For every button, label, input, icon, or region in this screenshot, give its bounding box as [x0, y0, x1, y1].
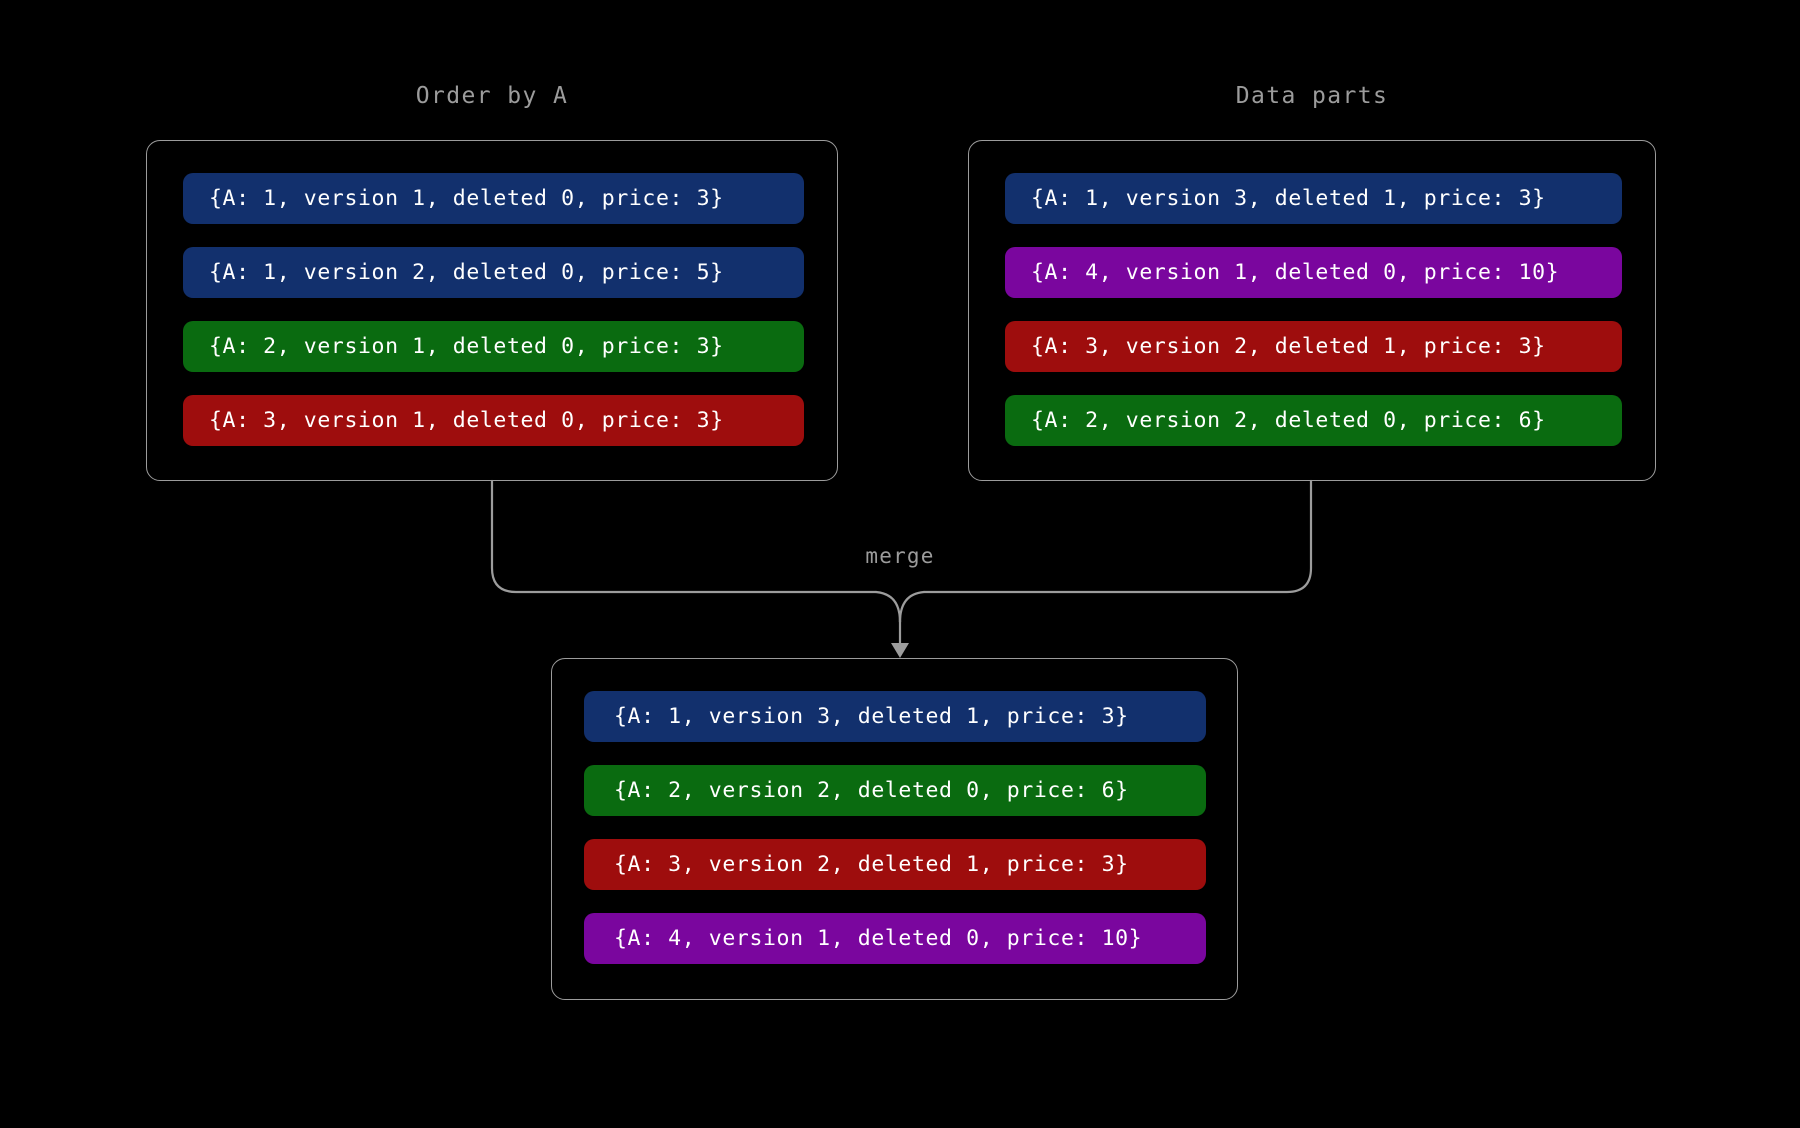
merge-label: merge	[865, 544, 935, 568]
record-row[interactable]: {A: 1, version 1, deleted 0, price: 3}	[183, 173, 804, 224]
connector-path-join-left	[874, 590, 902, 624]
record-row[interactable]: {A: 1, version 3, deleted 1, price: 3}	[1005, 173, 1622, 224]
record-row[interactable]: {A: 3, version 2, deleted 1, price: 3}	[1005, 321, 1622, 372]
record-row[interactable]: {A: 1, version 3, deleted 1, price: 3}	[584, 691, 1206, 742]
record-row[interactable]: {A: 3, version 2, deleted 1, price: 3}	[584, 839, 1206, 890]
panel-title-order-by-a: Order by A	[415, 83, 569, 109]
row-list-merged: {A: 1, version 3, deleted 1, price: 3} {…	[584, 691, 1206, 964]
record-row[interactable]: {A: 2, version 1, deleted 0, price: 3}	[183, 321, 804, 372]
connector-path-right	[922, 479, 1313, 594]
connector-arrow-head	[891, 643, 909, 658]
panel-order-by-a: {A: 1, version 1, deleted 0, price: 3} {…	[146, 140, 838, 481]
record-row[interactable]: {A: 4, version 1, deleted 0, price: 10}	[1005, 247, 1622, 298]
connector-path-left	[490, 479, 878, 594]
row-list-order-by-a: {A: 1, version 1, deleted 0, price: 3} {…	[183, 173, 804, 446]
record-row[interactable]: {A: 1, version 2, deleted 0, price: 5}	[183, 247, 804, 298]
record-row[interactable]: {A: 2, version 2, deleted 0, price: 6}	[584, 765, 1206, 816]
panel-title-data-parts: Data parts	[1235, 83, 1389, 109]
panel-data-parts: {A: 1, version 3, deleted 1, price: 3} {…	[968, 140, 1656, 481]
panel-merged-result: {A: 1, version 3, deleted 1, price: 3} {…	[551, 658, 1238, 1000]
connector-path-join-right	[898, 590, 926, 624]
record-row[interactable]: {A: 4, version 1, deleted 0, price: 10}	[584, 913, 1206, 964]
record-row[interactable]: {A: 2, version 2, deleted 0, price: 6}	[1005, 395, 1622, 446]
row-list-data-parts: {A: 1, version 3, deleted 1, price: 3} {…	[1005, 173, 1622, 446]
record-row[interactable]: {A: 3, version 1, deleted 0, price: 3}	[183, 395, 804, 446]
